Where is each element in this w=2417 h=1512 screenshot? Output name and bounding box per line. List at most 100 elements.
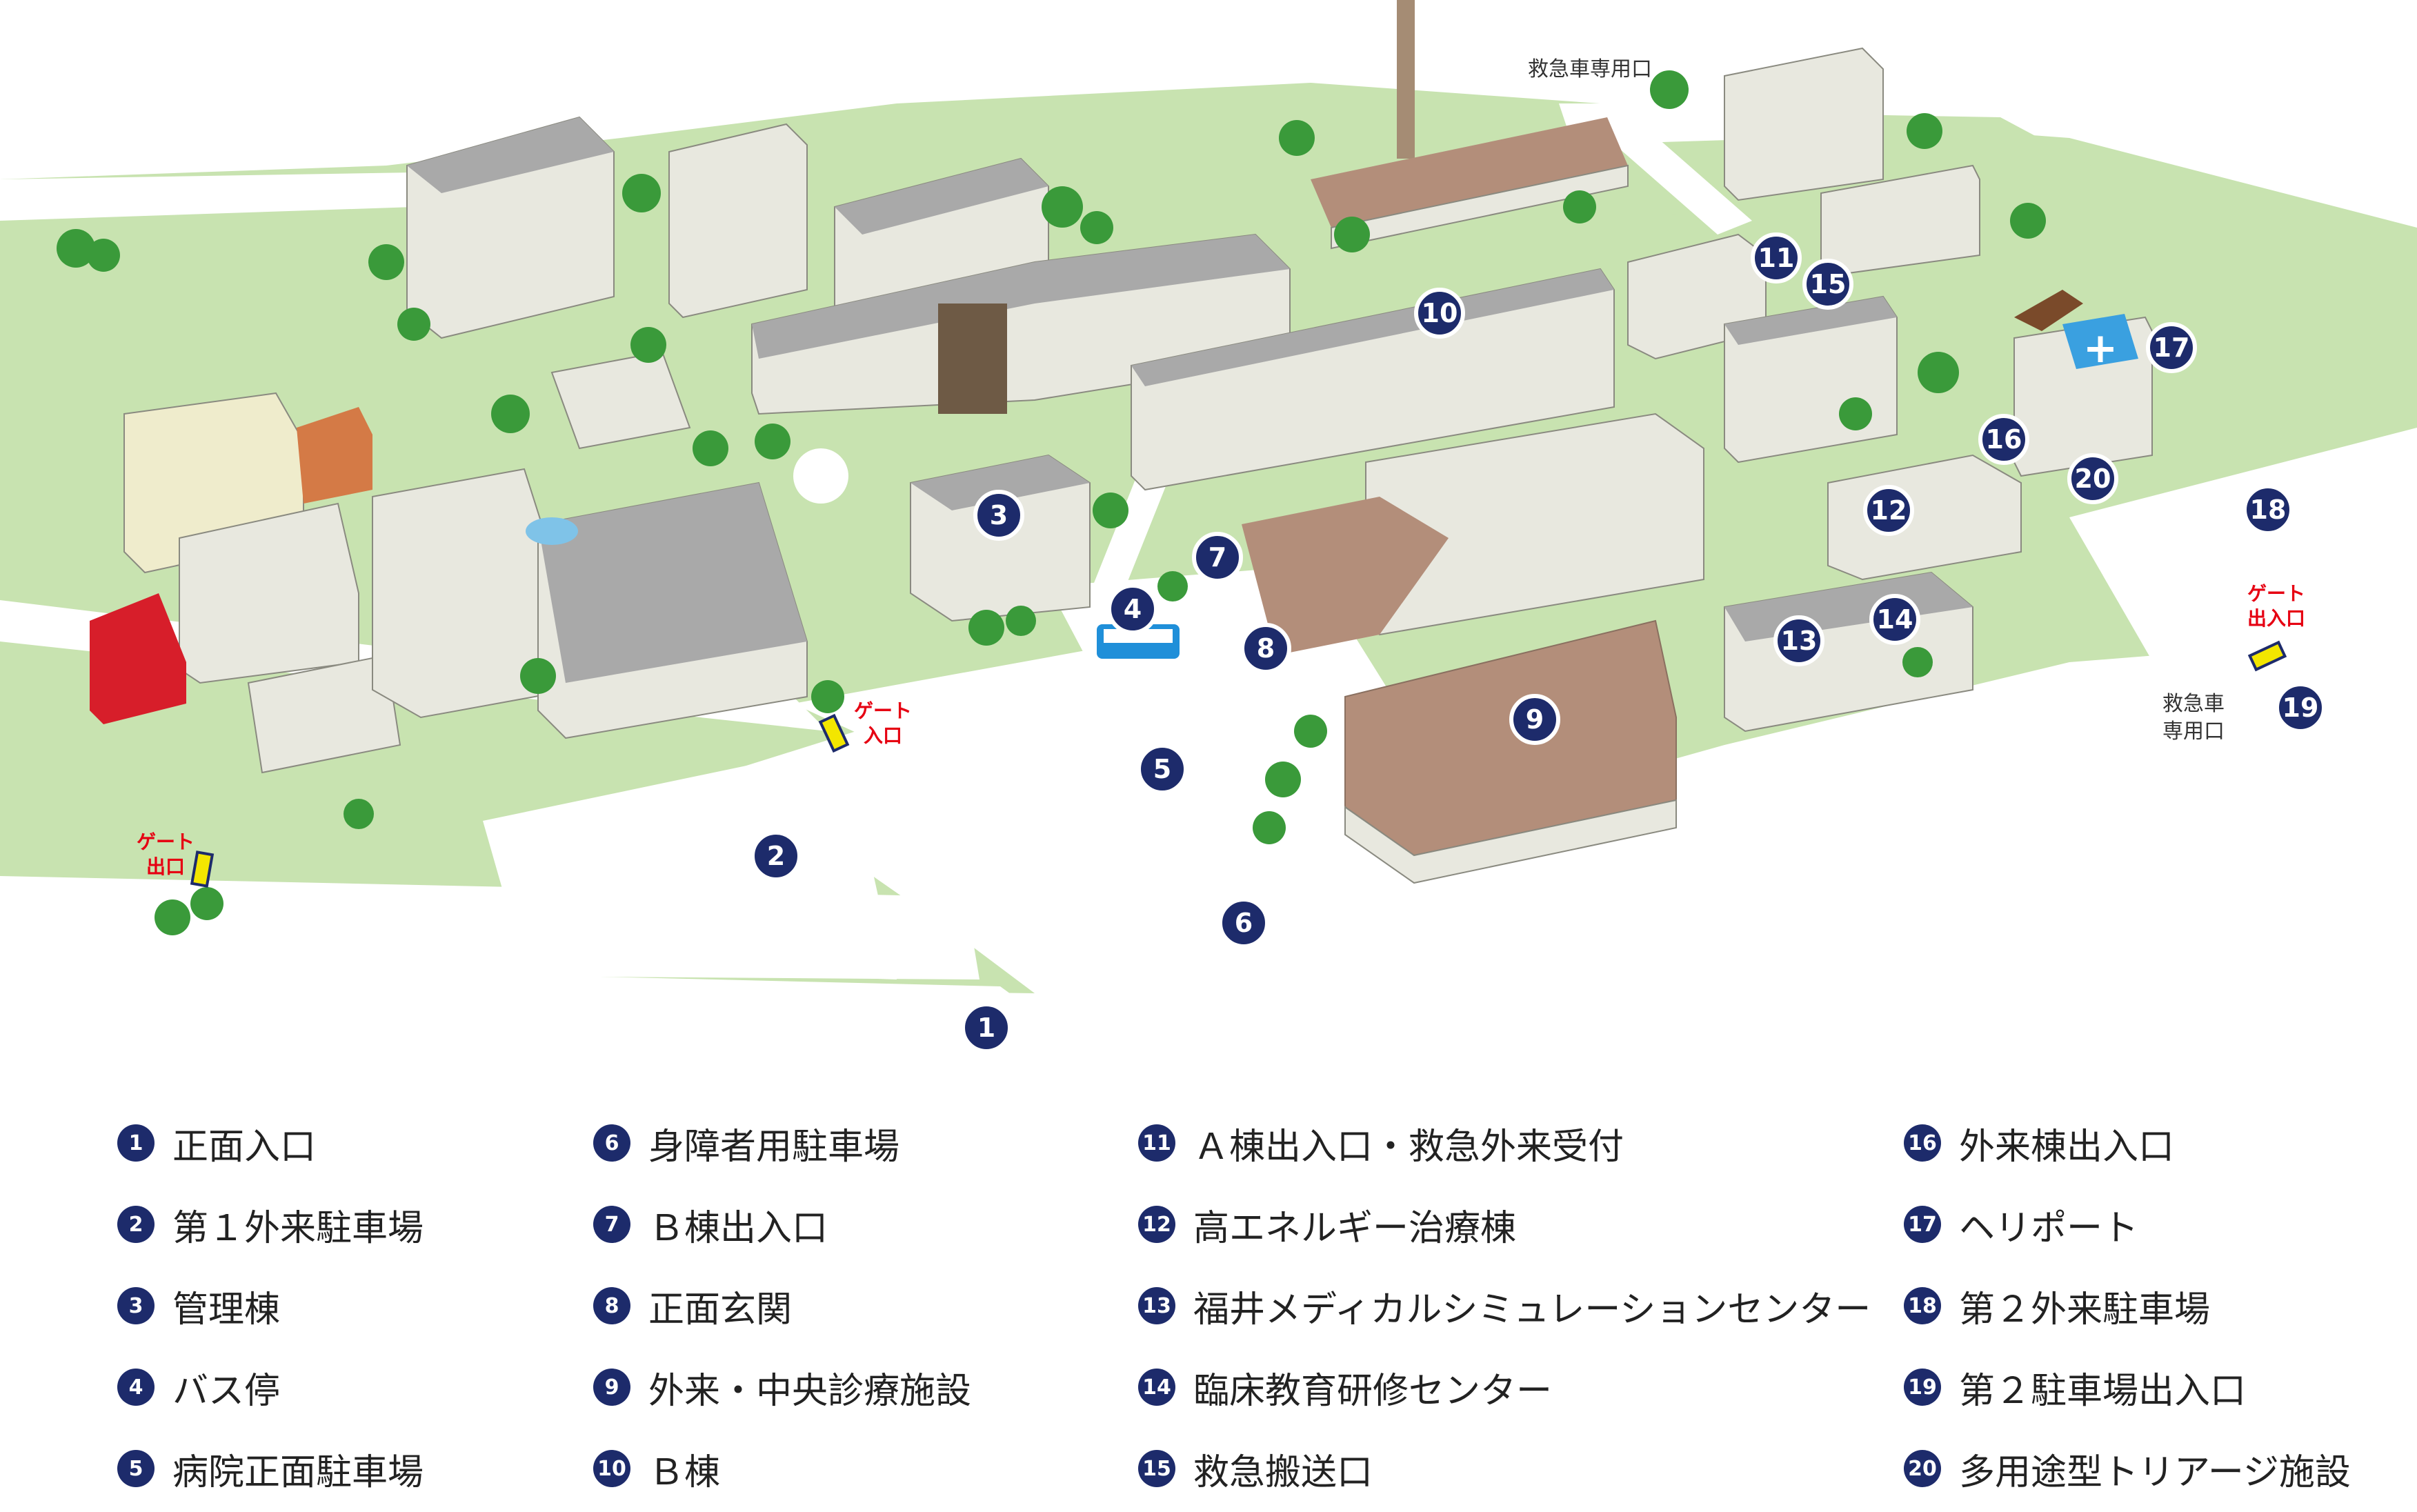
legend-badge: 18 [1904,1287,1941,1324]
map-marker-15[interactable]: 15 [1802,259,1853,310]
legend-column-4: 16 外来棟出入口 17 ヘリポート 18 第２外来駐車場 19 第２駐車場出入口 20… [1904,1102,2351,1509]
map-marker-9[interactable]: 9 [1509,694,1560,745]
legend-item: 19 第２駐車場出入口 [1904,1346,2351,1428]
map-marker-13[interactable]: 13 [1773,615,1824,666]
map-marker-14[interactable]: 14 [1869,594,1920,645]
legend-label: Ａ棟出入口・救急外来受付 [1193,1126,1624,1168]
svg-text:17: 17 [2154,332,2190,363]
legend-badge: 4 [117,1369,155,1406]
legend-item: 14 臨床教育研修センター [1138,1346,1871,1428]
legend-badge: 5 [117,1450,155,1487]
label-gate-entry-1: ゲート [854,699,912,722]
svg-text:15: 15 [1810,269,1847,299]
map-labels: 救急車専用口 救急車 専用口 ゲート 出口 ゲート 入口 ゲート 出入口 [137,57,2305,878]
label-gate-both-2: 出入口 [2247,607,2305,630]
svg-text:16: 16 [1986,424,2022,455]
legend-item: 5 病院正面駐車場 [117,1428,424,1509]
svg-text:4: 4 [1124,594,1142,624]
legend-item: 10 Ｂ棟 [593,1428,971,1509]
map-marker-4[interactable]: 4 [1107,584,1158,635]
legend-badge: 6 [593,1124,630,1162]
legend-badge: 11 [1138,1124,1175,1162]
label-ambulance-top: 救急車専用口 [1528,57,1652,81]
legend-badge: 9 [593,1369,630,1406]
legend-label: 多用途型トリアージ施設 [1959,1451,2351,1493]
legend-badge: 14 [1138,1369,1175,1406]
map-markers: 1 2 3 4 5 6 7 8 9 10 11 12 13 14 15 16 1… [750,232,2326,1053]
svg-text:2: 2 [767,841,785,871]
trees [57,70,2046,935]
svg-text:3: 3 [990,500,1008,530]
map-marker-1[interactable]: 1 [961,1002,1012,1053]
map-marker-10[interactable]: 10 [1414,288,1465,339]
map-marker-8[interactable]: 8 [1240,623,1291,674]
legend-badge: 19 [1904,1369,1941,1406]
gate-markers [190,640,2287,888]
map-marker-11[interactable]: 11 [1751,232,1802,284]
legend-badge: 2 [117,1206,155,1243]
svg-text:9: 9 [1526,704,1544,735]
legend-label: 管理棟 [172,1289,281,1331]
map-marker-17[interactable]: 17 [2146,322,2197,373]
legend-badge: 20 [1904,1450,1941,1487]
legend-badge: 10 [593,1450,630,1487]
map-marker-18[interactable]: 18 [2242,484,2294,535]
svg-text:11: 11 [1758,243,1795,273]
map-marker-2[interactable]: 2 [750,830,802,882]
legend-badge: 17 [1904,1206,1941,1243]
svg-text:12: 12 [1871,495,1907,526]
svg-text:13: 13 [1781,626,1818,656]
legend-label: Ｂ棟出入口 [648,1207,828,1249]
legend-item: 16 外来棟出入口 [1904,1102,2351,1184]
label-gate-both-1: ゲート [2247,582,2305,605]
map-marker-6[interactable]: 6 [1218,897,1269,948]
map-marker-3[interactable]: 3 [973,490,1024,541]
map-marker-5[interactable]: 5 [1137,744,1188,795]
map-marker-16[interactable]: 16 [1978,414,2029,465]
legend-label: 高エネルギー治療棟 [1193,1207,1517,1249]
legend-label: Ｂ棟 [648,1451,721,1493]
svg-text:19: 19 [2282,693,2319,723]
legend-badge: 16 [1904,1124,1941,1162]
legend-badge: 3 [117,1287,155,1324]
legend-item: 18 第２外来駐車場 [1904,1265,2351,1346]
legend-item: 6 身障者用駐車場 [593,1102,971,1184]
legend-label: 第２駐車場出入口 [1959,1370,2247,1412]
legend-label: 外来・中央診療施設 [648,1370,972,1412]
legend-label: ヘリポート [1959,1207,2139,1249]
legend-item: 20 多用途型トリアージ施設 [1904,1428,2351,1509]
legend-badge: 7 [593,1206,630,1243]
campus-map: + [0,0,2417,1062]
legend-badge: 1 [117,1124,155,1162]
svg-text:8: 8 [1257,633,1275,664]
legend-badge: 8 [593,1287,630,1324]
svg-text:1: 1 [977,1013,995,1043]
roads [0,103,2417,1062]
legend-item: 11 Ａ棟出入口・救急外来受付 [1138,1102,1871,1184]
legend-item: 17 ヘリポート [1904,1184,2351,1265]
map-marker-12[interactable]: 12 [1863,485,1914,536]
legend-badge: 13 [1138,1287,1175,1324]
label-ambulance-right-2: 専用口 [2162,719,2225,744]
legend-label: 第２外来駐車場 [1959,1289,2211,1331]
legend-label: 正面玄関 [648,1289,793,1331]
label-ambulance-right-1: 救急車 [2162,692,2225,716]
legend-label: 外来棟出入口 [1959,1126,2175,1168]
map-marker-7[interactable]: 7 [1192,532,1243,583]
legend-label: 病院正面駐車場 [172,1451,424,1493]
legend-label: 臨床教育研修センター [1193,1370,1553,1412]
label-gate-exit-1: ゲート [137,830,195,853]
legend-label: 身障者用駐車場 [648,1126,900,1168]
svg-text:5: 5 [1153,754,1171,784]
legend-label: 第１外来駐車場 [172,1207,424,1249]
map-marker-19[interactable]: 19 [2275,682,2326,733]
label-gate-entry-2: 入口 [864,724,902,747]
legend-item: 2 第１外来駐車場 [117,1184,424,1265]
map-marker-20[interactable]: 20 [2067,453,2118,504]
